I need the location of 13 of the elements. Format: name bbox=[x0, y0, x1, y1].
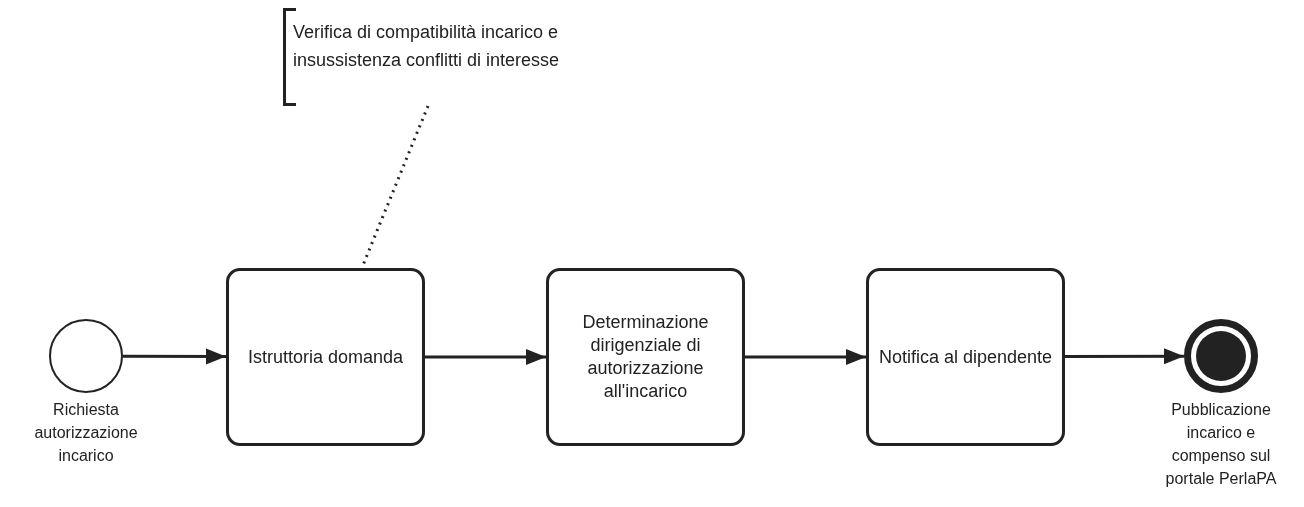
sequence-flow-arrow bbox=[425, 349, 546, 365]
task-box bbox=[546, 268, 745, 446]
task-label: Istruttoria domanda bbox=[247, 345, 404, 369]
event-label: Pubblicazione incarico e compenso sul portale PerlaPA bbox=[1164, 400, 1278, 489]
task-box bbox=[866, 268, 1065, 446]
task-box bbox=[226, 268, 425, 446]
sequence-flow-arrow bbox=[745, 349, 866, 365]
sequence-flow-arrow bbox=[1065, 348, 1184, 365]
sequence-flow-arrow bbox=[123, 348, 226, 365]
event-label: Richiesta autorizzazione incarico bbox=[33, 400, 139, 466]
annotation-text: Verifica di compatibilità incarico e insussistenza conflitti di interesse bbox=[293, 22, 560, 70]
task-label: Determinazione dirigenziale di autorizzazione all'incarico bbox=[581, 311, 710, 403]
task-label: Notifica al dipendente bbox=[878, 345, 1053, 369]
